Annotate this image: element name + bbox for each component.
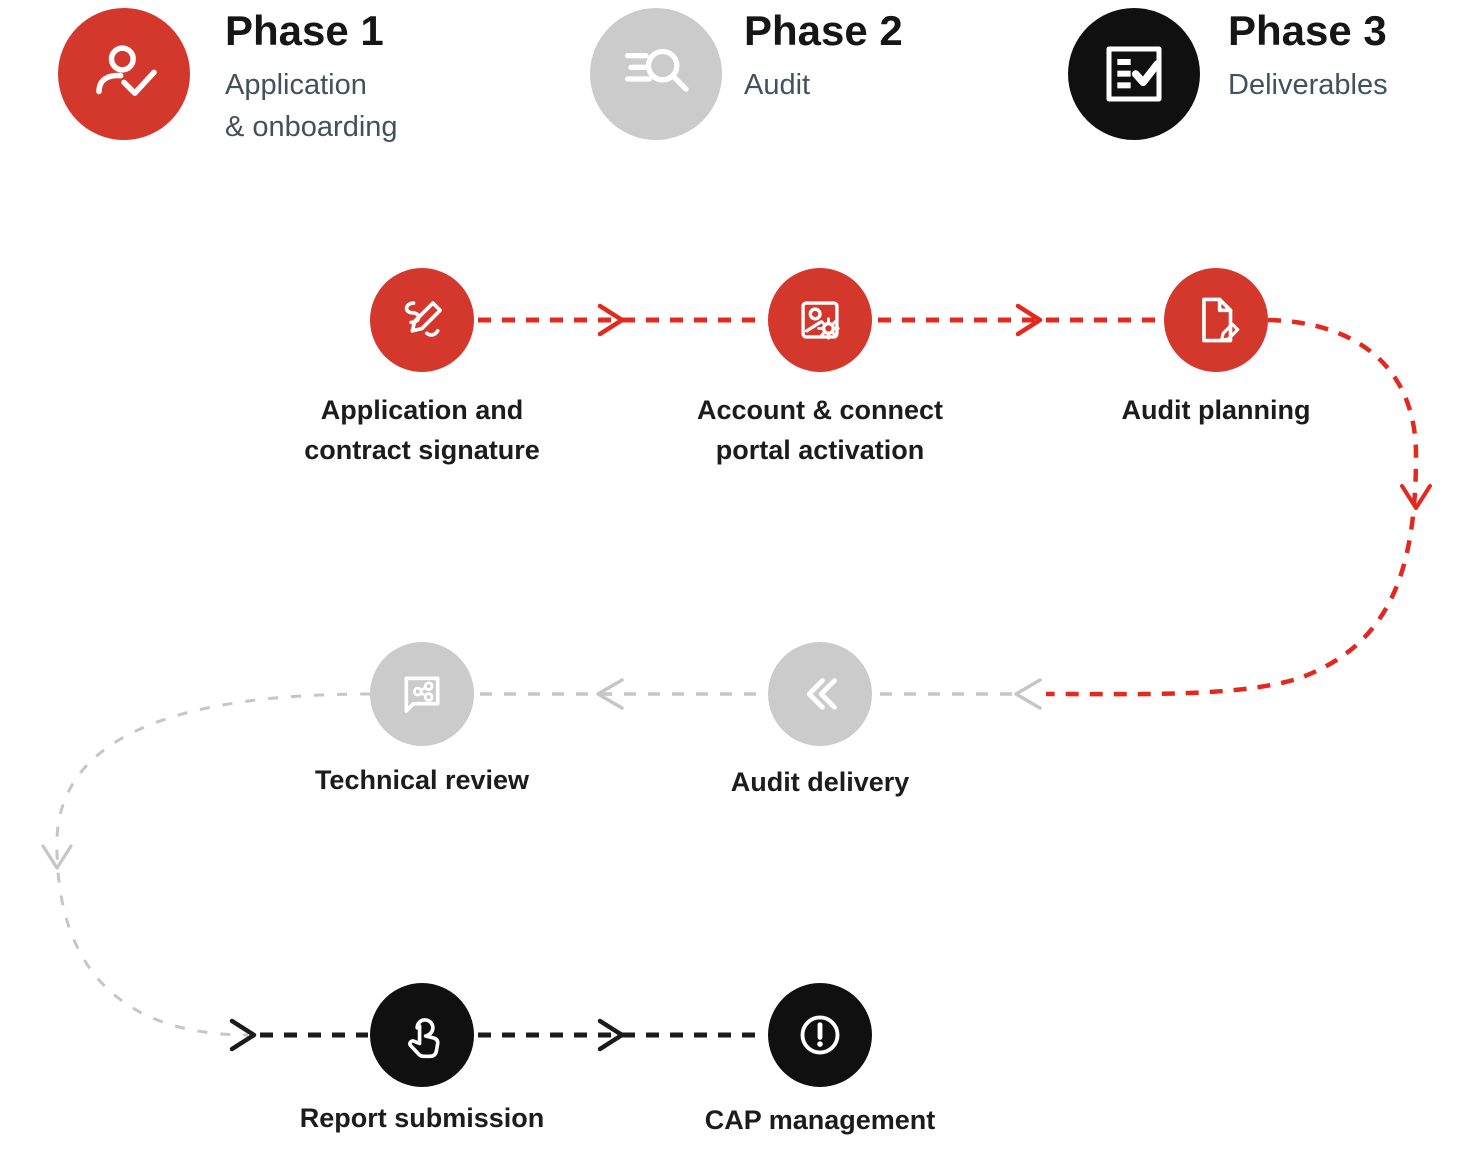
step-application-contract-signature xyxy=(370,268,474,372)
signature-icon xyxy=(404,301,442,337)
phase3-badge xyxy=(1068,8,1200,140)
step-audit-delivery xyxy=(768,642,872,746)
phase1-subtitle: Application & onboarding xyxy=(225,69,398,143)
checklist-icon xyxy=(1106,46,1162,102)
arrowhead-curve-down-right xyxy=(1400,484,1432,510)
phase3-title: Phase 3 xyxy=(1228,7,1387,54)
phase1-title: Phase 1 xyxy=(225,7,384,54)
phase1-badge xyxy=(58,8,190,140)
label-audit-planning: Audit planning xyxy=(1121,395,1311,425)
label-technical-review: Technical review xyxy=(314,765,530,795)
step-account-portal-activation xyxy=(768,268,872,372)
arrowhead-step1-step2 xyxy=(597,303,625,337)
step-cap-management xyxy=(768,983,872,1087)
double-chevron-left-icon xyxy=(806,678,837,710)
user-check-icon xyxy=(96,45,157,96)
document-edit-icon xyxy=(1202,297,1240,343)
phase2-badge xyxy=(590,8,722,140)
step-technical-review xyxy=(370,642,474,746)
arrowhead-into-audit-delivery xyxy=(1014,678,1042,710)
curve-step3-to-audit-delivery xyxy=(1045,317,1419,697)
account-portal-icon xyxy=(801,301,840,340)
curve-technicalreview-to-report xyxy=(55,692,371,1037)
label-audit-delivery: Audit delivery xyxy=(730,767,910,797)
alert-circle-icon xyxy=(800,1015,840,1055)
comment-share-icon xyxy=(404,676,440,713)
phase3-subtitle: Deliverables xyxy=(1228,69,1388,101)
arrowhead-curve-down-left xyxy=(41,844,73,870)
label-application-contract-signature: Application and contract signature xyxy=(304,395,540,465)
phase2-text: Phase 2 Audit xyxy=(744,6,903,106)
phase1-text: Phase 1 Application & onboarding xyxy=(225,6,398,148)
tap-icon xyxy=(408,1018,440,1059)
phase2-title: Phase 2 xyxy=(744,7,903,54)
step-audit-planning xyxy=(1164,268,1268,372)
phase3-text: Phase 3 Deliverables xyxy=(1228,6,1388,106)
label-account-portal-activation: Account & connect portal activation xyxy=(696,395,944,465)
search-icon xyxy=(625,48,689,92)
arrowhead-step2-step3 xyxy=(1015,303,1043,337)
arrowhead-report-cap xyxy=(597,1018,625,1052)
label-cap-management: CAP management xyxy=(704,1105,936,1135)
step-report-submission xyxy=(370,983,474,1087)
phase2-subtitle: Audit xyxy=(744,69,811,101)
arrowhead-audit-technical xyxy=(596,678,624,710)
label-report-submission: Report submission xyxy=(299,1103,545,1133)
arrowhead-into-report-submission xyxy=(229,1018,257,1052)
